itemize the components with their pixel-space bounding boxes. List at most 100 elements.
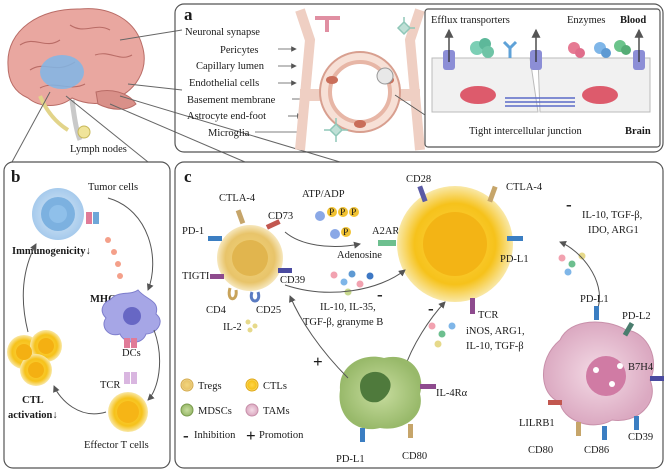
tam-cytokines-label-1: IL-10, TGF-β, bbox=[582, 210, 642, 221]
panel-b-arrows bbox=[22, 197, 161, 415]
ctl-pdl1-label: PD-L1 bbox=[500, 254, 529, 265]
tumor-cells-label: Tumor cells bbox=[88, 182, 138, 193]
panel-b-letter: b bbox=[11, 167, 20, 186]
phosphate-label: P bbox=[343, 228, 348, 238]
lymph-node bbox=[77, 125, 91, 139]
effector-t-cell bbox=[108, 392, 148, 432]
legend-tregs: Tregs bbox=[180, 378, 222, 392]
inhibition-sign-2: - bbox=[566, 195, 572, 214]
treg-cd73-label: CD73 bbox=[268, 211, 293, 222]
legend-tams-label: TAMs bbox=[263, 406, 290, 417]
tam-cytokines-label-2: IDO, ARG1 bbox=[588, 225, 639, 236]
legend-tregs-label: Tregs bbox=[198, 381, 222, 392]
treg-cytokine-dots bbox=[330, 270, 374, 296]
legend-mdscs-label: MDSCs bbox=[198, 406, 232, 417]
legend-minus-sign: - bbox=[183, 426, 189, 445]
legend-inhibition-label: Inhibition bbox=[194, 430, 236, 441]
legend-ctls-label: CTLs bbox=[263, 381, 287, 392]
treg-pd1-label: PD-1 bbox=[182, 226, 204, 237]
tcr-complex bbox=[124, 338, 137, 384]
phosphate-label: P bbox=[351, 208, 356, 218]
treg-il2-label: IL-2 bbox=[223, 322, 242, 333]
brain-connectors bbox=[11, 29, 341, 163]
phosphate-label: P bbox=[329, 208, 334, 218]
tam-pdl2-label: PD-L2 bbox=[622, 311, 651, 322]
legend-promotion-label: Promotion bbox=[259, 430, 304, 441]
dendritic-cell bbox=[101, 289, 161, 343]
label-astrocyte-end-foot: Astrocyte end-foot bbox=[187, 111, 266, 122]
endothelial-cells bbox=[431, 57, 651, 113]
ctl-ctla4-label: CTLA-4 bbox=[506, 182, 543, 193]
tam-cd80-label: CD80 bbox=[528, 445, 553, 456]
ctl-activation-label-1: CTL bbox=[22, 395, 44, 406]
a2ar-receptor bbox=[378, 240, 396, 246]
adenosine-arrow bbox=[284, 231, 361, 249]
treg-ctla4-label: CTLA-4 bbox=[219, 193, 256, 204]
ctl-cd28-label: CD28 bbox=[406, 174, 431, 185]
treg-cytokines-label-2: TGF-β, granyme B bbox=[303, 317, 383, 328]
label-capillary-lumen: Capillary lumen bbox=[196, 61, 265, 72]
antigen-dots bbox=[105, 237, 123, 279]
mdsc-il4ra-label: IL-4Rα bbox=[436, 388, 468, 399]
capillary-illustration bbox=[295, 8, 425, 151]
a2ar-label: A2AR bbox=[372, 226, 399, 237]
atp-molecule: P P P P bbox=[315, 207, 359, 239]
mdsc-cd80-label: CD80 bbox=[402, 451, 427, 462]
label-pericytes: Pericytes bbox=[220, 45, 259, 56]
legend-ctls: CTLs bbox=[245, 378, 287, 392]
tam-receptors bbox=[548, 306, 664, 440]
ctl-cell bbox=[397, 186, 513, 302]
ctl-tcr-label: TCR bbox=[478, 310, 498, 321]
legend-mdscs: MDSCs bbox=[180, 403, 232, 417]
mdsc-to-treg-arrow bbox=[289, 295, 349, 379]
efflux-transporter-icons bbox=[443, 28, 542, 70]
label-microglia: Microglia bbox=[208, 128, 250, 139]
zoom-connector bbox=[394, 94, 426, 116]
immunogenicity-label: Immunogenicity↓ bbox=[12, 246, 91, 257]
enzymes-label: Enzymes bbox=[567, 15, 606, 26]
blood-label: Blood bbox=[620, 15, 646, 26]
treg-cd25-label: CD25 bbox=[256, 305, 281, 316]
mdsc-pdl1-label: PD-L1 bbox=[336, 454, 365, 465]
mhc-receptor-on-tumor bbox=[86, 212, 99, 224]
il2-dots bbox=[245, 319, 258, 333]
atp-label: ATP/ADP bbox=[302, 189, 345, 200]
synapse-icon bbox=[315, 16, 340, 32]
panel-a-frame bbox=[174, 3, 664, 153]
panel-c-frame bbox=[174, 161, 664, 469]
tam-cd39-label: CD39 bbox=[628, 432, 653, 443]
treg-cd39-label: CD39 bbox=[280, 275, 305, 286]
tam-cytokine-dots bbox=[558, 252, 586, 276]
tam-b7h4-label: B7H4 bbox=[628, 362, 654, 373]
inhibition-sign-1: - bbox=[377, 285, 383, 304]
inhibition-sign-3: - bbox=[428, 299, 434, 318]
tight-junction-label: Tight intercellular junction bbox=[469, 126, 583, 137]
tam-cd86-label: CD86 bbox=[584, 445, 609, 456]
dcs-label: DCs bbox=[122, 348, 141, 359]
mdsc-to-ctl-arrow bbox=[403, 301, 446, 371]
treg-cd4-label: CD4 bbox=[206, 305, 227, 316]
label-neuronal-synapse: Neuronal synapse bbox=[185, 27, 260, 38]
tam-pdl1-label: PD-L1 bbox=[580, 294, 609, 305]
ctl-receptors bbox=[417, 185, 523, 314]
treg-cytokines-label-1: IL-10, IL-35, bbox=[320, 302, 376, 313]
panel-a-letter: a bbox=[184, 5, 193, 24]
effector-label: Effector T cells bbox=[84, 440, 149, 451]
bbb-labels: Neuronal synapse Pericytes Capillary lum… bbox=[185, 27, 276, 139]
mdsc-cytokines-label-1: iNOS, ARG1, bbox=[466, 326, 525, 337]
mdsc-cytokines-label-2: IL-10, TGF-β bbox=[466, 341, 524, 352]
tumor-region bbox=[40, 55, 84, 89]
treg-tigit-label: TIGTI bbox=[182, 271, 210, 282]
mhc-label: MHC↓ bbox=[90, 294, 121, 305]
adenosine-label: Adenosine bbox=[337, 250, 382, 261]
tam-to-ctl-arrow bbox=[559, 240, 600, 309]
tumor-cell bbox=[32, 188, 84, 240]
lymph-nodes-label: Lymph nodes bbox=[70, 144, 127, 155]
panel-c-letter: c bbox=[184, 167, 192, 186]
treg-cell bbox=[217, 225, 283, 291]
enzyme-icons bbox=[568, 28, 645, 70]
mdsc-cell bbox=[339, 356, 436, 442]
tcr-label: TCR bbox=[100, 380, 120, 391]
microglia-icon bbox=[324, 118, 348, 142]
